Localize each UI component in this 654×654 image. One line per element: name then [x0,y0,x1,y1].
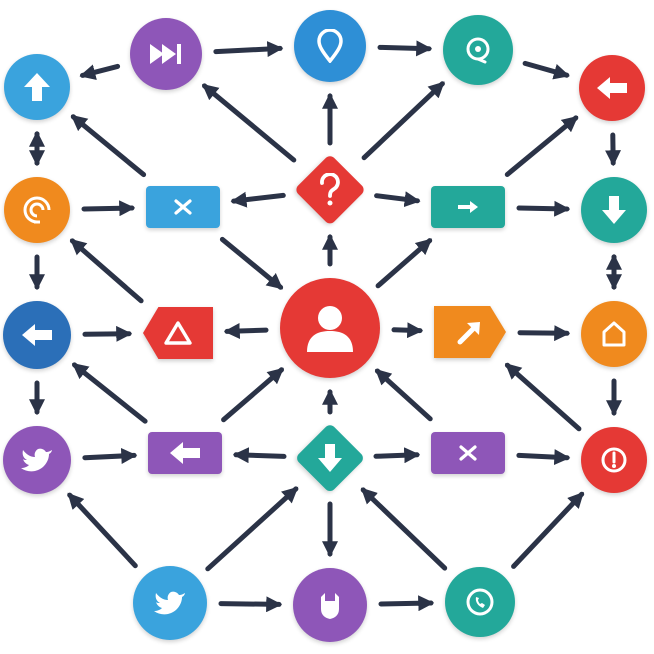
node-twitter-left [3,426,71,494]
edge-arrow [361,81,445,161]
location-pin-icon [317,29,343,63]
node-purple-top [130,18,202,90]
user-icon [307,306,353,352]
node-orange-left [4,177,70,243]
edge-arrow [374,191,421,208]
shield-icon [321,593,339,619]
phone-icon [466,588,494,616]
node-left-top [4,54,70,120]
arrow-right-icon [458,201,478,213]
edge-arrow [378,595,435,612]
edge-arrow [504,115,579,177]
node-location [294,10,366,82]
arrow-left-icon [597,77,627,99]
bird-icon [21,448,52,472]
edge-arrow [522,60,570,80]
node-warning [143,307,213,359]
edge-arrow [71,362,148,424]
edge-arrow [516,449,571,466]
edge-arrow [82,325,133,342]
edge-arrow [69,238,144,304]
fast-forward-icon [150,44,181,64]
node-left-blue [3,301,71,369]
node-power [581,427,647,493]
home-icon [602,321,626,347]
node-download [294,422,366,494]
edge-arrow [79,63,121,80]
edge-arrow [374,368,433,422]
edge-arrow [81,200,136,217]
edge-arrow [232,447,287,464]
edge-arrow [67,492,138,569]
node-x-purple [431,432,505,474]
node-question [293,153,367,227]
edge-arrow [377,40,433,57]
edge-arrow [205,486,299,572]
edge-arrow [202,83,297,163]
refresh-icon [466,37,490,64]
node-back-purple [148,432,222,474]
edge-arrow [360,487,448,571]
power-icon [601,447,627,473]
arrow-up-right-icon [457,322,480,345]
edge-arrow [391,322,424,339]
edge-arrow [373,447,421,464]
node-x-blue [146,186,220,228]
edge-arrow [511,491,585,569]
arrow-up-icon [24,73,50,101]
question-icon [320,173,340,206]
edge-arrow [516,200,571,217]
arrow-left-icon [170,442,200,464]
node-phone [445,567,515,637]
edge-arrow [82,448,138,464]
edge-arrow [70,114,147,178]
edge-arrow [219,236,284,290]
node-arrow-teal [431,186,505,228]
edge-arrow [504,362,582,432]
arrow-down-icon [318,444,342,472]
node-user [280,278,380,378]
node-home [581,301,647,367]
triangle-icon [164,321,192,345]
node-shield [293,568,367,642]
node-twitter-bottom [133,566,207,640]
arrow-down-icon [602,196,626,224]
node-teal-top [443,15,513,85]
edge-arrow [375,238,433,289]
arrow-left-icon [22,324,52,346]
edge-arrow [517,325,571,342]
node-orange-tag [434,306,506,358]
edge-arrow [230,191,286,208]
edge-arrow [223,322,269,339]
edge-arrow [221,367,284,423]
spiral-icon [23,196,51,224]
close-icon [174,199,192,215]
close-icon [459,445,477,461]
node-right-top [579,55,645,121]
edge-arrow [213,41,284,58]
edge-arrow [218,596,283,613]
node-down-teal [581,177,647,243]
bird-icon [154,591,185,615]
